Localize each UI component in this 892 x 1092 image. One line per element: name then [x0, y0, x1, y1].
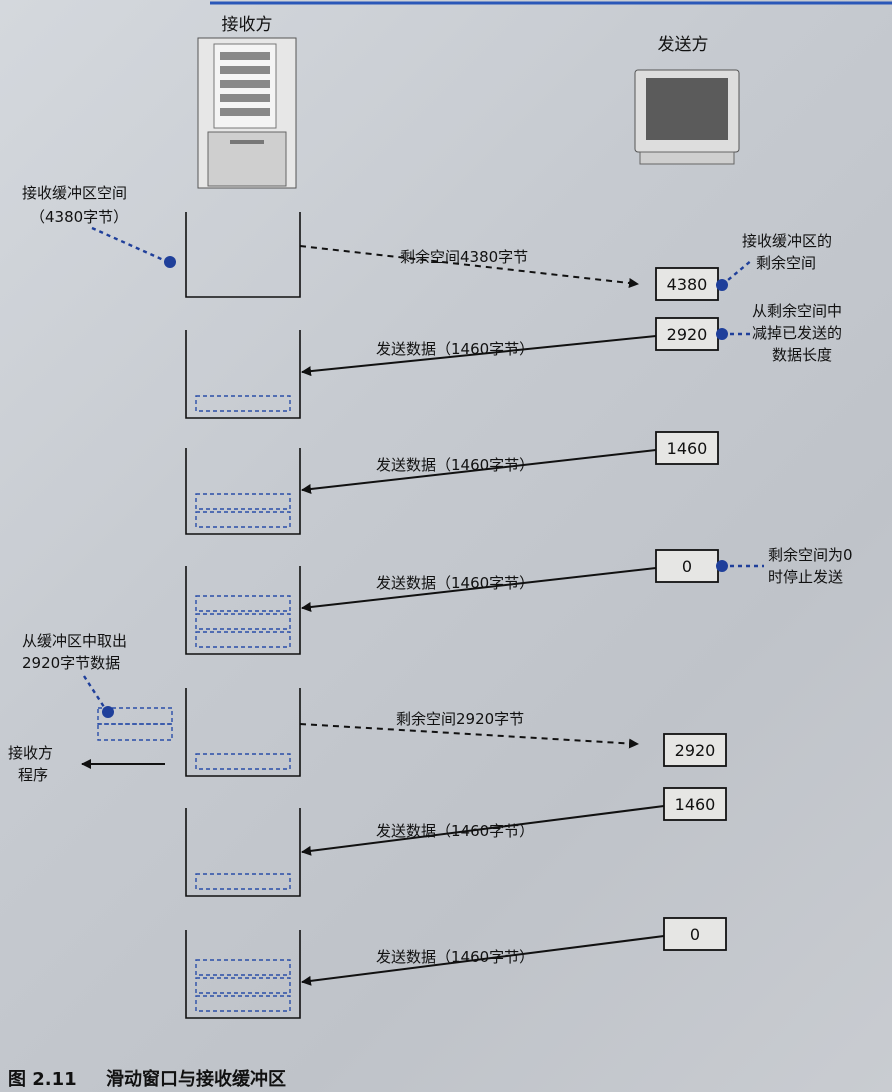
- remaining-dot: [716, 279, 728, 291]
- send-data-arrow: [301, 805, 665, 856]
- remaining-note-1: 接收缓冲区的: [742, 232, 832, 250]
- take-note-2: 2920字节数据: [22, 654, 120, 672]
- receive-buffer: [185, 930, 301, 1019]
- arrow-label: 剩余空间4380字节: [400, 248, 528, 266]
- receive-buffer: [185, 566, 301, 655]
- receive-buffer: [185, 330, 301, 419]
- stop-note-1: 剩余空间为0: [768, 546, 853, 564]
- receiver-app-label-1: 接收方: [8, 744, 53, 762]
- arrow-label: 发送数据（1460字节）: [376, 456, 534, 474]
- take-pointer: [82, 675, 108, 711]
- recv-buffer-pointer: [91, 226, 169, 264]
- receiver-label: 接收方: [222, 15, 273, 35]
- buffered-segment: [195, 395, 291, 412]
- recv-buffer-dot: [164, 256, 176, 268]
- subtract-note-3: 数据长度: [772, 346, 832, 364]
- server-icon: [197, 37, 297, 189]
- drained-data: [97, 707, 173, 741]
- buffered-segment: [195, 959, 291, 976]
- buffered-segment: [195, 613, 291, 630]
- send-data-arrow: [301, 449, 657, 494]
- remaining-space-arrow: [299, 723, 639, 749]
- window-size-box: [663, 787, 727, 821]
- window-size-value: 2920: [667, 325, 708, 344]
- receive-buffer: [185, 448, 301, 535]
- receive-buffer: [185, 688, 301, 777]
- window-size-value: 1460: [667, 439, 708, 458]
- buffered-segment: [195, 995, 291, 1012]
- subtract-dot: [716, 328, 728, 340]
- sender-label: 发送方: [658, 35, 709, 55]
- receive-buffer: [185, 212, 301, 298]
- receiver-app-label-2: 程序: [18, 766, 48, 784]
- arrow-label: 剩余空间2920字节: [396, 710, 524, 728]
- receive-buffer: [185, 808, 301, 897]
- window-size-value: 4380: [667, 275, 708, 294]
- take-dot: [102, 706, 114, 718]
- window-size-value: 0: [682, 557, 692, 576]
- window-size-box: [663, 917, 727, 951]
- buffered-segment: [195, 753, 291, 770]
- stop-dot: [716, 560, 728, 572]
- window-size-box: [655, 267, 719, 301]
- recv-buffer-label: 接收缓冲区空间: [22, 184, 127, 202]
- buffered-segment: [195, 511, 291, 528]
- arrow-label: 发送数据（1460字节）: [376, 574, 534, 592]
- window-size-box: [655, 431, 719, 465]
- remaining-space-arrow: [299, 245, 639, 288]
- take-note-1: 从缓冲区中取出: [22, 632, 127, 650]
- remaining-note-2: 剩余空间: [756, 254, 816, 272]
- caption-title: 滑动窗口与接收缓冲区: [106, 1068, 286, 1090]
- remaining-pointer: [721, 259, 753, 286]
- subtract-note-2: 减掉已发送的: [752, 324, 842, 342]
- send-data-arrow: [301, 335, 657, 377]
- send-data-arrow: [301, 567, 657, 612]
- send-data-arrow: [301, 935, 665, 986]
- window-size-value: 1460: [675, 795, 716, 814]
- arrow-label: 发送数据（1460字节）: [376, 822, 534, 840]
- buffered-segment: [195, 631, 291, 648]
- buffered-segment: [195, 873, 291, 890]
- buffered-segment: [195, 493, 291, 510]
- buffered-segment: [195, 595, 291, 612]
- monitor-icon: [634, 69, 740, 165]
- window-size-value: 0: [690, 925, 700, 944]
- arrow-label: 发送数据（1460字节）: [376, 948, 534, 966]
- window-size-value: 2920: [675, 741, 716, 760]
- buffered-segment: [195, 977, 291, 994]
- subtract-note-1: 从剩余空间中: [752, 302, 842, 320]
- window-size-box: [663, 733, 727, 767]
- caption-number: 图 2.11: [8, 1069, 77, 1090]
- stop-note-2: 时停止发送: [768, 568, 843, 586]
- recv-buffer-size: （4380字节）: [30, 208, 128, 226]
- arrow-label: 发送数据（1460字节）: [376, 340, 534, 358]
